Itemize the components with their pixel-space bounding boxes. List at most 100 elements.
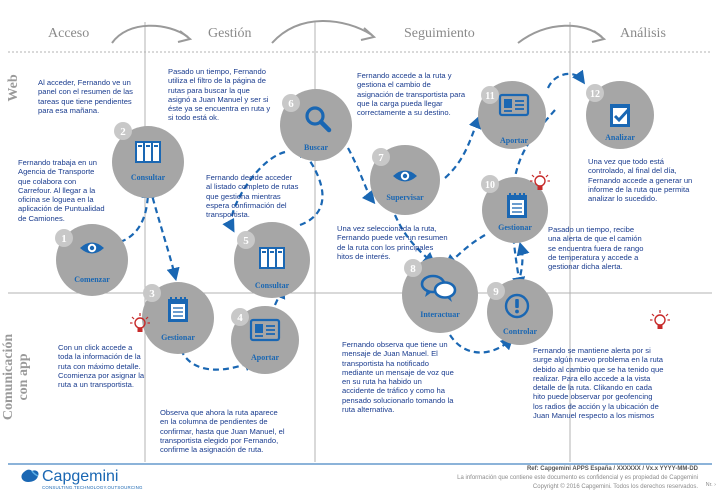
note-line: ruta con máximo detalle. (58, 361, 141, 371)
binders-icon (259, 247, 285, 269)
step-label: Interactuar (420, 310, 460, 319)
badge-number: 1 (61, 233, 67, 245)
note-line: de temperatura y accede a (548, 252, 639, 262)
badge-9: 9 (487, 282, 505, 300)
connector-2-3 (148, 187, 180, 282)
note-line: toda la información de la (58, 352, 141, 362)
badge-2: 2 (114, 122, 132, 140)
notepad-icon (506, 192, 528, 219)
capgemini-spade-icon (21, 469, 39, 482)
badge-5: 5 (237, 231, 255, 249)
step-label: Gestionar (161, 333, 195, 342)
note-line: pensado solucionarlo tomando la (342, 395, 454, 405)
step-label: Aportar (251, 353, 279, 362)
capgemini-logo: Capgemini CONSULTING.TECHNOLOGY.OUTSOURC… (42, 468, 143, 491)
note-line: espera confirmación del (206, 200, 287, 210)
note-line: ruta alternativa. (342, 405, 395, 415)
note-line: que colabora con (18, 176, 77, 186)
badge-11: 11 (481, 86, 499, 104)
footer-copyright: Copyright © 2016 Capgemini. Todos los de… (532, 484, 698, 490)
note-line: Juan Manuel respecto a los mismos (533, 411, 655, 421)
row-label-app-line2: con app (16, 353, 31, 401)
note-line: surge algún nuevo problema en la ruta (533, 355, 664, 365)
badge-10: 10 (481, 175, 499, 193)
lightbulb-icon (649, 309, 671, 330)
note-line: Carrefour. Al llegar a la (18, 185, 96, 195)
row-label-web: Web (6, 74, 21, 102)
note-line: gestionar dicha alerta. (548, 262, 623, 272)
badge-number: 2 (120, 126, 126, 138)
note-line: en la columna de pendientes de (160, 417, 268, 427)
step-label: Analizar (605, 133, 635, 142)
note-line: realizar. Para ello accede a la vista (533, 373, 651, 383)
connector-6-7 (347, 147, 376, 205)
phase-gestion: Gestión (208, 26, 252, 41)
phase-arrow-2 (271, 20, 373, 44)
step-label: Comenzar (74, 275, 110, 284)
note-line: Fernando observa que tiene un (342, 340, 448, 349)
note-line: en su ruta ha habido un (342, 377, 422, 387)
badge-number: 11 (485, 91, 494, 102)
note-observe: Observa que ahora la ruta aparece en la … (160, 408, 285, 454)
phase-seguimiento: Seguimiento (404, 26, 475, 41)
note-line: confirmar, hasta que Juan Manuel, el (160, 426, 285, 436)
phase-acceso: Acceso (48, 26, 90, 41)
note-line: accidente de tráfico y como ha (342, 386, 445, 396)
connector-7-11 (444, 115, 482, 179)
note-line: al listado completo de rutas (206, 182, 299, 192)
note-message: Fernando observa que tiene un mensaje de… (342, 340, 454, 414)
step-3: Gestionar (142, 282, 214, 354)
step-1: Comenzar (56, 224, 128, 296)
notepad-icon (167, 296, 189, 323)
note-line: Pasado un tiempo, Fernando (168, 67, 266, 76)
note-line: Ccomienza por asignar la (58, 370, 145, 380)
phase-arrows (111, 20, 607, 44)
note-line: Con un click accede a (58, 343, 133, 352)
note-line: panel con el resumen de las (38, 87, 133, 97)
note-click: Con un click accede a toda la informació… (58, 343, 144, 389)
badge-3: 3 (143, 284, 161, 302)
note-line: Fernando trabaja en un (18, 158, 97, 167)
note-line: Al acceder, Fernando ve un (38, 78, 131, 87)
connector-7-8 (393, 214, 437, 266)
logo-wordmark: Capgemini (42, 468, 119, 485)
note-line: asignación de transportista para (357, 89, 466, 99)
note-line: controlado, al final del día, (588, 166, 677, 176)
connector-1-2 (119, 184, 155, 244)
note-line: los radios de acción y la ubicación de (533, 401, 659, 411)
note-line: rutas para buscar la que (168, 85, 250, 95)
phase-arrow-2-head (360, 27, 377, 41)
step-badges: 1 2 3 4 5 6 7 8 9 10 11 12 (55, 84, 604, 326)
badge-number: 9 (493, 286, 499, 298)
footer-reference: Ref: Capgemini APPS España / XXXXXX / Vx… (526, 466, 698, 472)
badge-number: 3 (149, 288, 155, 300)
note-alert: Pasado un tiempo, recibe una alerta de q… (548, 225, 643, 271)
note-line: oficina se loguea en la (18, 195, 94, 205)
badge-7: 7 (372, 148, 390, 166)
note-line: Observa que ahora la ruta aparece (160, 408, 278, 417)
badge-6: 6 (282, 94, 300, 112)
note-web-access: Al acceder, Fernando ve un panel con el … (38, 78, 133, 115)
badge-number: 12 (590, 89, 600, 100)
step-label: Consultar (255, 281, 290, 290)
note-line: transportista ha notificado (342, 358, 429, 368)
note-line: gestiona el cambio de (357, 80, 431, 90)
note-line: de Camiones. (18, 213, 65, 223)
badge-number: 10 (485, 180, 495, 191)
step-12: Analizar (586, 81, 654, 149)
note-line: aplicación de Puntualidad (18, 204, 105, 214)
badge-4: 4 (231, 308, 249, 326)
step-label: Supervisar (386, 193, 424, 202)
note-line: Agencia de Transporte (18, 167, 95, 177)
note-line: si todo está ok. (168, 113, 220, 123)
note-line: Una vez que todo está (588, 157, 664, 166)
note-line: transportista elegido por Fernando, (160, 435, 279, 445)
note-line: Fernando puede ver un resumen (337, 233, 448, 243)
row-label-app: Comunicación con app (1, 329, 33, 425)
phase-arrow-1 (111, 24, 189, 44)
note-attentive: Fernando se mantiene alerta por si surge… (533, 346, 663, 420)
phase-arrow-3-head (591, 30, 607, 43)
note-line: Una vez seleccionada la ruta, (337, 224, 437, 233)
note-line: informe de la ruta que permita (588, 184, 690, 194)
